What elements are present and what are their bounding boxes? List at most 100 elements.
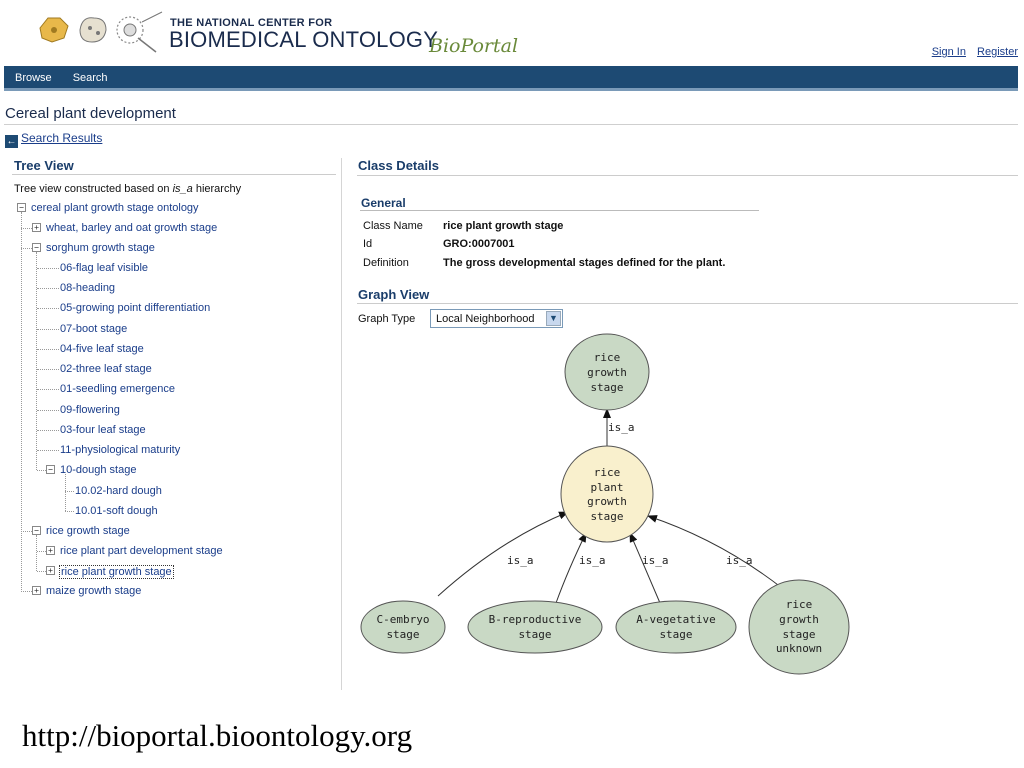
- tree-connector: [65, 511, 74, 512]
- tree-node-01[interactable]: 01-seedling emergence: [60, 383, 175, 395]
- expand-toggle-icon[interactable]: +: [46, 566, 55, 575]
- collapse-toggle-icon[interactable]: −: [46, 465, 55, 474]
- graph-view-divider: [357, 303, 1018, 304]
- class-name-value: rice plant growth stage: [443, 220, 564, 232]
- graph-node-label: stage: [590, 510, 623, 523]
- collapse-toggle-icon[interactable]: −: [32, 526, 41, 535]
- back-arrow-icon[interactable]: ←: [5, 135, 18, 148]
- page-title: Cereal plant development: [5, 105, 176, 122]
- tree-desc-suffix: hierarchy: [192, 183, 242, 195]
- graph-node-focus[interactable]: rice plant growth stage: [560, 445, 654, 543]
- graph-node-shape: [564, 333, 650, 411]
- tree-node-03[interactable]: 03-four leaf stage: [60, 424, 146, 436]
- graph-node-c-embryo[interactable]: C-embryo stage: [360, 600, 446, 654]
- graph-node-label: stage: [590, 381, 623, 394]
- tree-connector: [37, 288, 59, 289]
- expand-toggle-icon[interactable]: +: [46, 546, 55, 555]
- tree-connector: [37, 551, 46, 552]
- graph-node-label: rice: [786, 598, 813, 611]
- tree-node-09[interactable]: 09-flowering: [60, 404, 120, 416]
- tree-connector: [36, 252, 37, 470]
- tree-node-04[interactable]: 04-five leaf stage: [60, 343, 144, 355]
- tree-node-sorghum[interactable]: sorghum growth stage: [46, 242, 155, 254]
- graph-type-value: Local Neighborhood: [436, 313, 535, 325]
- class-details-heading: Class Details: [358, 158, 439, 173]
- definition-value: The gross developmental stages defined f…: [443, 257, 726, 269]
- tree-node-10-02[interactable]: 10.02-hard dough: [75, 485, 162, 497]
- tree-node-10-01[interactable]: 10.01-soft dough: [75, 505, 158, 517]
- tree-connector: [21, 248, 32, 249]
- edge-label: is_a: [579, 554, 606, 567]
- edge-label: is_a: [507, 554, 534, 567]
- graph-node-label: stage: [782, 628, 815, 641]
- tree-view-heading: Tree View: [14, 158, 74, 173]
- nav-browse[interactable]: Browse: [15, 72, 52, 84]
- tree-node-07[interactable]: 07-boot stage: [60, 323, 128, 335]
- definition-label: Definition: [363, 257, 409, 269]
- ontology-graph: is_a is_a is_a is_a is_a rice growth sta…: [360, 333, 850, 675]
- search-results-link[interactable]: Search Results: [21, 131, 103, 145]
- tree-connector: [37, 450, 59, 451]
- tree-connector: [37, 410, 59, 411]
- tree-node-02[interactable]: 02-three leaf stage: [60, 363, 152, 375]
- graph-node-label: rice: [594, 351, 621, 364]
- graph-node-label: growth: [587, 495, 627, 508]
- tree-node-maize[interactable]: maize growth stage: [46, 585, 142, 597]
- tree-node-05[interactable]: 05-growing point differentiation: [60, 302, 211, 314]
- tree-description: Tree view constructed based on is_a hier…: [14, 183, 241, 195]
- graph-node-label: C-embryo: [377, 613, 430, 626]
- tree-connector: [37, 369, 59, 370]
- graph-edge: [437, 511, 569, 597]
- graph-type-select[interactable]: Local Neighborhood ▼: [430, 309, 563, 328]
- graph-edge: [555, 532, 587, 604]
- tree-node-10[interactable]: 10-dough stage: [60, 464, 137, 476]
- tree-connector: [21, 591, 32, 592]
- expand-toggle-icon[interactable]: +: [32, 223, 41, 232]
- graph-node-shape: [360, 600, 446, 654]
- graph-node-parent[interactable]: rice growth stage: [564, 333, 650, 411]
- tree-node-11[interactable]: 11-physiological maturity: [60, 444, 181, 456]
- footer-url: http://bioportal.bioontology.org: [22, 718, 413, 753]
- graph-type-label: Graph Type: [358, 313, 416, 325]
- tree-node-rice-part[interactable]: rice plant part development stage: [60, 545, 223, 557]
- tree-connector: [37, 389, 59, 390]
- tree-connector: [21, 212, 22, 592]
- tree-connector: [37, 268, 59, 269]
- tree-connector: [65, 474, 66, 511]
- org-name-line1: THE NATIONAL CENTER FOR: [170, 17, 333, 29]
- tree-node-06[interactable]: 06-flag leaf visible: [60, 262, 149, 274]
- graph-node-shape: [467, 600, 603, 654]
- class-details-divider: [357, 175, 1018, 176]
- tree-node-root[interactable]: cereal plant growth stage ontology: [31, 202, 199, 214]
- graph-node-b-reproductive[interactable]: B-reproductive stage: [467, 600, 603, 654]
- graph-node-unknown[interactable]: rice growth stage unknown: [748, 579, 850, 675]
- tree-node-wheat[interactable]: wheat, barley and oat growth stage: [46, 222, 218, 234]
- back-to-results[interactable]: ←Search Results: [5, 131, 102, 148]
- site-header: THE NATIONAL CENTER FOR BIOMEDICAL ONTOL…: [0, 0, 1024, 64]
- tree-connector: [37, 571, 46, 572]
- sign-in-link[interactable]: Sign In: [931, 46, 966, 58]
- tree-connector: [65, 491, 74, 492]
- graph-node-label: rice: [594, 466, 621, 479]
- graph-edge: [629, 532, 661, 604]
- tree-node-08[interactable]: 08-heading: [60, 282, 116, 294]
- tree-node-rice[interactable]: rice growth stage: [46, 525, 130, 537]
- account-links: Sign In Register: [924, 46, 1018, 58]
- graph-node-label: stage: [518, 628, 551, 641]
- graph-view-heading: Graph View: [358, 287, 430, 302]
- collapse-toggle-icon[interactable]: −: [32, 243, 41, 252]
- register-link[interactable]: Register: [977, 46, 1018, 58]
- graph-node-label: plant: [590, 481, 623, 494]
- graph-node-a-vegetative[interactable]: A-vegetative stage: [615, 600, 737, 654]
- graph-edge: [647, 515, 783, 589]
- tree-node-rice-plant-selected[interactable]: rice plant growth stage: [59, 565, 174, 579]
- tree-connector: [37, 430, 59, 431]
- nav-search[interactable]: Search: [72, 72, 108, 84]
- collapse-toggle-icon[interactable]: −: [17, 203, 26, 212]
- graph-node-label: stage: [659, 628, 692, 641]
- org-name-line2: BIOMEDICAL ONTOLOGY: [169, 27, 439, 52]
- expand-toggle-icon[interactable]: +: [32, 586, 41, 595]
- main-nav: Browse Search: [4, 66, 1018, 91]
- graph-node-shape: [560, 445, 654, 543]
- chevron-down-icon[interactable]: ▼: [546, 311, 561, 326]
